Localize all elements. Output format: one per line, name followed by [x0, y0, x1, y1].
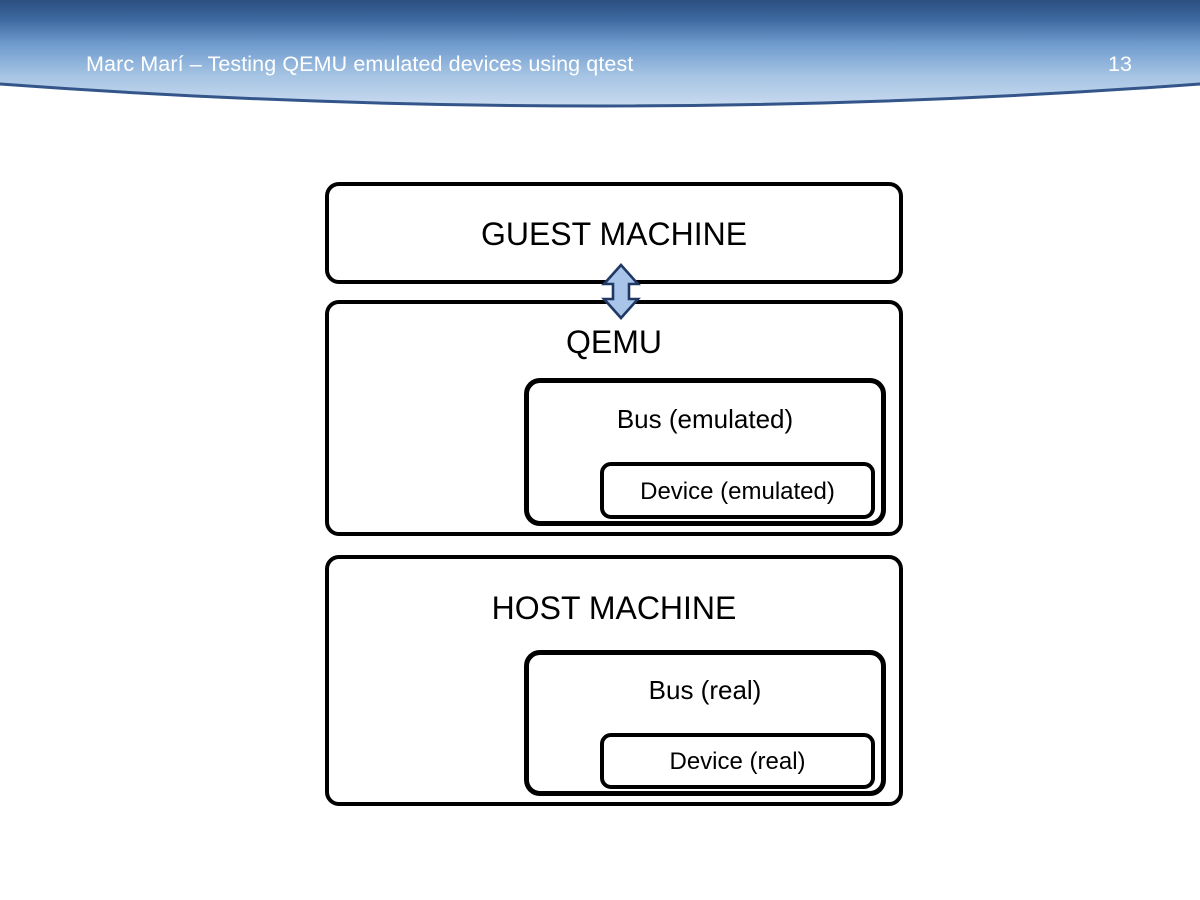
box-qemu-label: QEMU	[566, 324, 662, 360]
box-device-emulated-label: Device (emulated)	[640, 478, 835, 505]
box-guest-machine-label: GUEST MACHINE	[480, 216, 748, 252]
header-title: Marc Marí – Testing QEMU emulated device…	[86, 52, 634, 76]
double-arrow-icon	[601, 263, 641, 320]
box-device-real-label: Device (real)	[669, 748, 806, 775]
header-curve-stroke	[0, 82, 1200, 108]
double-arrow-shape	[601, 263, 641, 320]
header-banner-shape	[0, 0, 1200, 108]
box-device-emulated: Device (emulated)	[600, 462, 875, 519]
box-bus-emulated-label: Bus (emulated)	[616, 404, 794, 434]
header-gradient-fill	[0, 0, 1200, 106]
box-device-real: Device (real)	[600, 733, 875, 789]
box-host-machine-label: HOST MACHINE	[491, 590, 737, 626]
box-bus-real-label: Bus (real)	[648, 675, 762, 705]
page-number: 13	[1108, 52, 1132, 76]
slide-header: Marc Marí – Testing QEMU emulated device…	[0, 0, 1200, 118]
